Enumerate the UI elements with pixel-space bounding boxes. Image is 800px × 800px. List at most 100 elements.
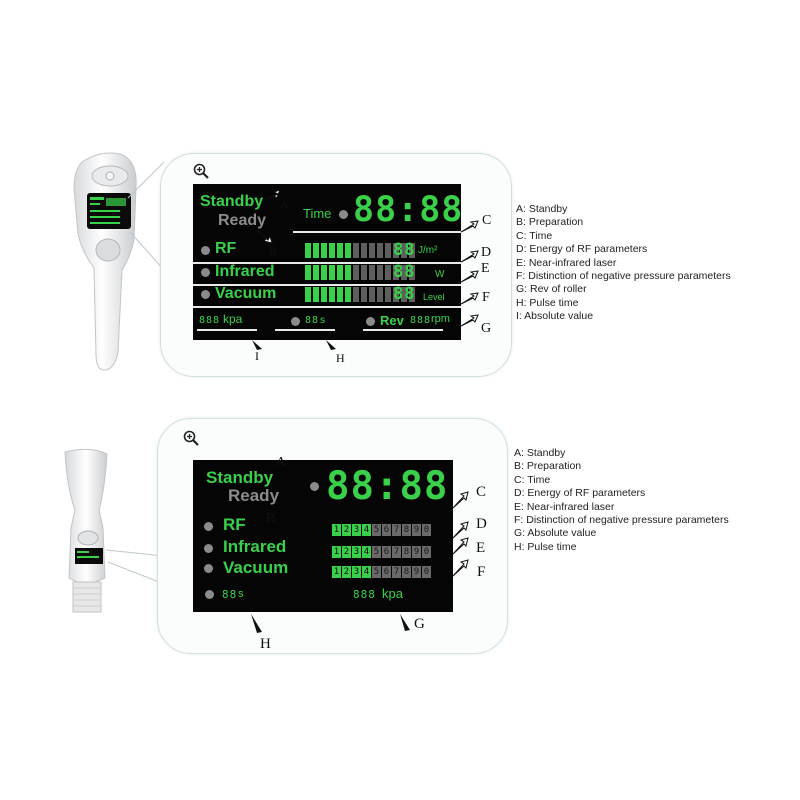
zoom-icon-2[interactable] <box>183 430 199 446</box>
level-segment <box>361 287 367 302</box>
level-number-box: 0 <box>422 566 431 578</box>
legend-item: E: Near-infrared laser <box>516 256 617 269</box>
level-number-box: 4 <box>362 546 371 558</box>
level-number-box: 2 <box>342 566 351 578</box>
zoom-icon-1[interactable] <box>193 163 209 179</box>
legend-item: I: Absolute value <box>516 310 594 323</box>
rf-unit: J/m² <box>418 245 438 256</box>
infrared-label: Infrared <box>223 537 287 556</box>
level-number-box: 5 <box>372 524 381 536</box>
level-number-box: 1 <box>332 524 341 536</box>
kpa-underline <box>197 329 257 331</box>
callout-d: D <box>476 516 487 532</box>
level-segment <box>353 243 359 258</box>
rf-value: 88 <box>393 240 416 260</box>
pulse-value: 88 <box>305 315 320 326</box>
level-segment <box>377 243 383 258</box>
level-number-box: 3 <box>352 566 361 578</box>
rev-label: Rev <box>380 313 404 328</box>
callout-h: H <box>336 351 345 365</box>
level-number-box: 7 <box>392 546 401 558</box>
time-indicator-dot <box>310 482 319 491</box>
legend-item: B: Preparation <box>514 460 582 473</box>
callout-g: G <box>481 321 492 336</box>
ready-label: Ready <box>228 486 280 505</box>
level-segment <box>313 287 319 302</box>
level-segment <box>305 243 311 258</box>
vacuum-indicator-dot <box>201 290 210 299</box>
row-divider-vacuum <box>193 306 461 308</box>
level-segment <box>361 265 367 280</box>
level-segment <box>409 243 415 258</box>
level-segment <box>321 287 327 302</box>
pulse-unit: s <box>238 588 244 600</box>
level-segment <box>329 243 335 258</box>
level-segment <box>385 243 391 258</box>
callout-h: H <box>260 636 271 652</box>
level-segment <box>337 243 343 258</box>
level-segment <box>321 265 327 280</box>
level-segment <box>369 265 375 280</box>
kpa-value: 888 <box>353 588 376 601</box>
kpa-unit: kpa <box>223 312 243 326</box>
legend-item: G: Absolute value <box>514 527 597 540</box>
callout-e: E <box>476 540 486 556</box>
level-segment <box>313 243 319 258</box>
level-segment <box>401 287 407 302</box>
legend-item: C: Time <box>516 229 553 242</box>
callout-b: B <box>266 511 276 526</box>
infrared-indicator-dot <box>204 544 213 553</box>
callout-arrows-2 <box>251 491 469 633</box>
callout-a: A <box>280 197 289 211</box>
ready-label: Ready <box>218 212 267 229</box>
vacuum-level-bar <box>305 287 415 302</box>
level-number-box: 5 <box>372 546 381 558</box>
infrared-level-bar <box>305 265 415 280</box>
level-number-box: 9 <box>412 566 421 578</box>
time-digits: 88:88 <box>353 190 464 230</box>
level-number-box: 0 <box>422 524 431 536</box>
time-indicator-dot <box>339 210 348 219</box>
rf-label: RF <box>223 515 246 534</box>
callout-arrows-1 <box>252 189 479 350</box>
level-segment <box>313 265 319 280</box>
standby-label: Standby <box>200 193 264 210</box>
callout-g: G <box>414 616 425 632</box>
lcd-display-1: Standby Ready Time 88:88 RF 88 J/m² Infr… <box>193 184 464 340</box>
callout-d: D <box>481 245 492 260</box>
legend-item: G: Rev of roller <box>516 283 587 296</box>
level-segment <box>369 243 375 258</box>
legend-item: H: Pulse time <box>516 296 579 309</box>
level-segment <box>401 243 407 258</box>
time-digits: 88:88 <box>326 464 449 509</box>
vacuum-unit: Level <box>423 292 445 302</box>
level-number-box: 3 <box>352 524 361 536</box>
device-2-image <box>64 448 108 613</box>
legend-item: D: Energy of RF parameters <box>514 487 646 500</box>
legend-item: C: Time <box>514 473 551 486</box>
row-divider-rf <box>193 262 461 264</box>
level-number-box: 5 <box>372 566 381 578</box>
rev-unit: rpm <box>431 313 450 325</box>
callout-f: F <box>482 290 490 305</box>
level-segment <box>329 265 335 280</box>
level-number-box: 1 <box>332 566 341 578</box>
callout-f: F <box>477 564 486 580</box>
level-number-box: 4 <box>362 524 371 536</box>
callout-c: C <box>476 484 487 500</box>
callout-a: A <box>276 455 287 470</box>
kpa-value: 888 <box>199 315 221 326</box>
level-segment <box>305 265 311 280</box>
pulse-value: 88 <box>222 588 238 601</box>
level-number-box: 6 <box>382 566 391 578</box>
row-divider-time <box>293 231 461 233</box>
level-segment <box>337 265 343 280</box>
level-segment <box>361 243 367 258</box>
level-segment <box>393 287 399 302</box>
legend-item: D: Energy of RF parameters <box>516 243 648 256</box>
vacuum-value: 88 <box>393 284 416 304</box>
rf-indicator-dot <box>201 246 210 255</box>
level-segment <box>321 243 327 258</box>
